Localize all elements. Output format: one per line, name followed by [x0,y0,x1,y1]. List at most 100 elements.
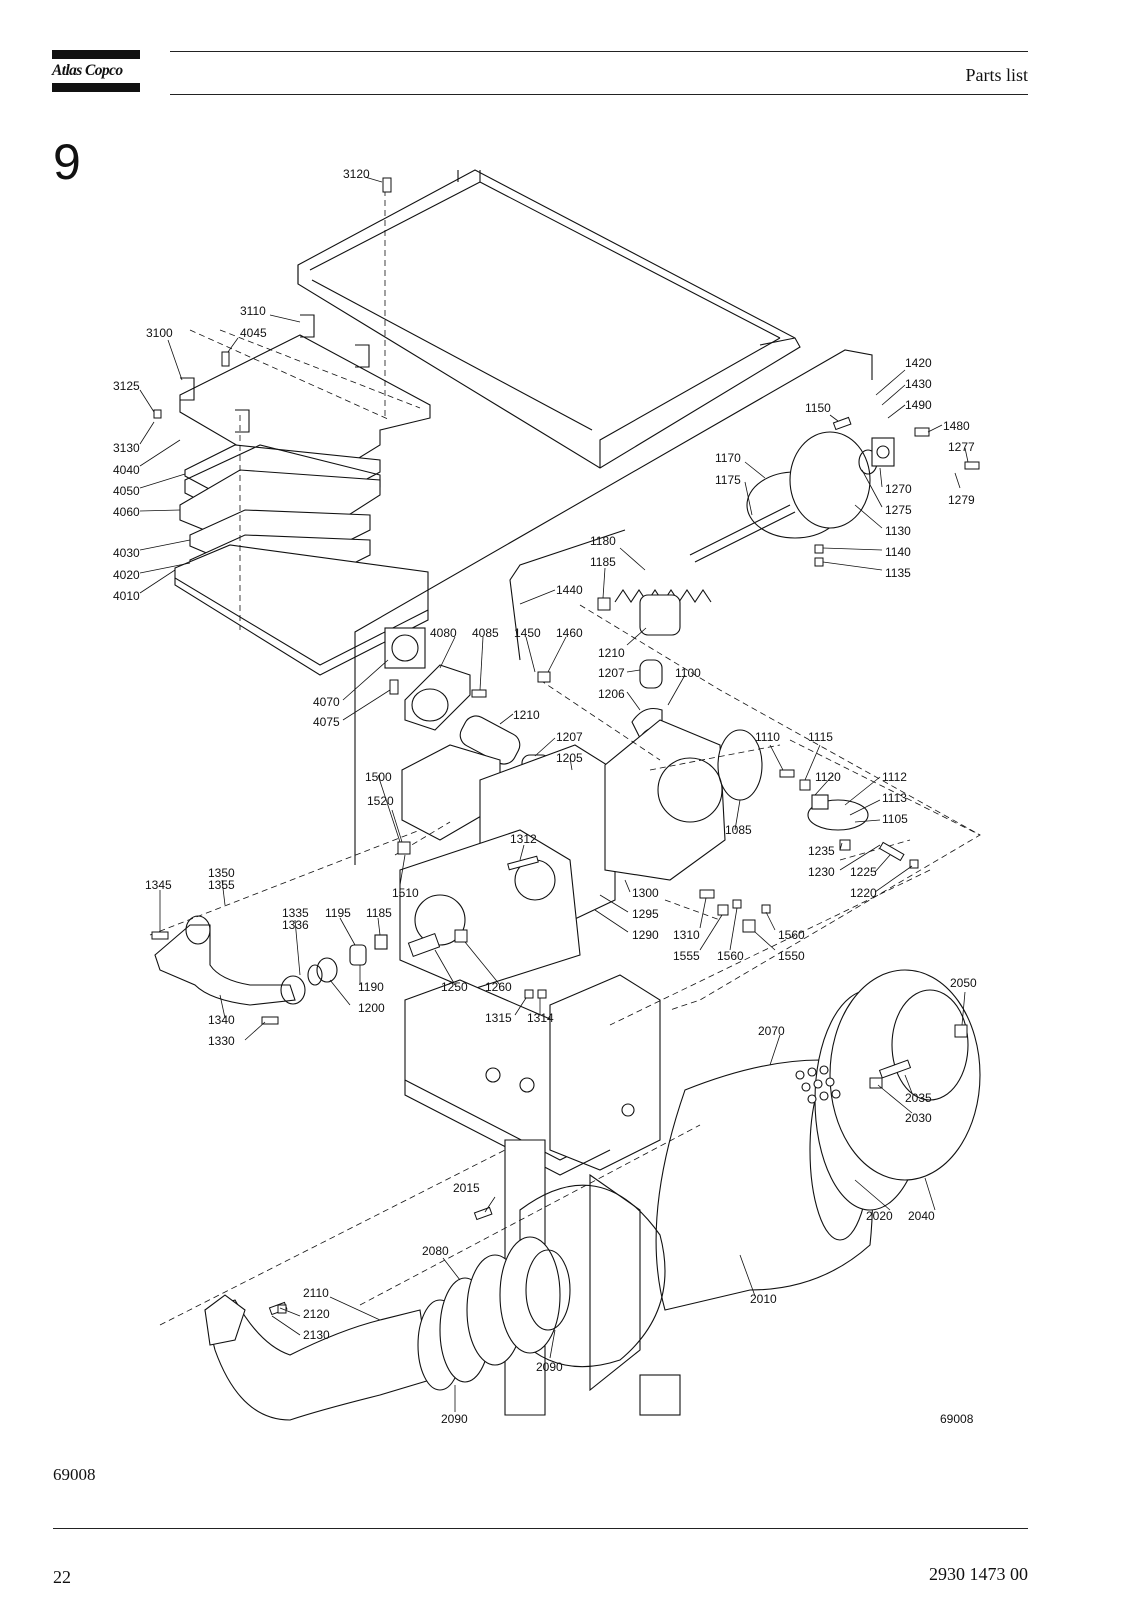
callout-1210-top: 1210 [598,646,625,660]
callout-1100: 1100 [675,666,701,680]
callout-4050: 4050 [113,484,140,498]
callout-1110: 1110 [755,730,780,744]
callout-1350: 1350 [208,866,235,880]
logo-bar-top [52,50,140,59]
callout-1550: 1550 [778,949,805,963]
callout-1480: 1480 [943,419,970,433]
callout-1120: 1120 [815,770,841,784]
callout-1555: 1555 [673,949,700,963]
callout-1105: 1105 [882,812,908,826]
callout-1235: 1235 [808,844,835,858]
callout-1336: 1336 [282,918,309,932]
callout-1510: 1510 [392,886,419,900]
page-number: 22 [53,1567,71,1587]
callout-1310: 1310 [673,928,700,942]
callout-2120: 2120 [303,1307,330,1321]
callout-1295: 1295 [632,907,659,921]
callout-1312: 1312 [510,832,537,846]
callout-1185: 1185 [590,555,616,569]
callout-4045: 4045 [240,326,267,340]
callout-2090-upper: 2090 [536,1360,563,1374]
callout-1300: 1300 [632,886,659,900]
callout-1205: 1205 [556,751,583,765]
callout-3120: 3120 [343,167,370,181]
callout-2130: 2130 [303,1328,330,1342]
callout-4040: 4040 [113,463,140,477]
callout-2040: 2040 [908,1209,935,1223]
atlas-copco-logo: Atlas Copco [52,50,140,92]
callout-2090: 2090 [441,1412,468,1426]
callout-1113: 1113 [882,791,907,805]
callout-1430: 1430 [905,377,932,391]
callout-1180: 1180 [590,534,616,548]
callout-1279: 1279 [948,493,975,507]
logo-wordmark: Atlas Copco [52,62,123,79]
document-number: 2930 1473 00 [929,1564,1028,1584]
callout-4020: 4020 [113,568,140,582]
callout-1270: 1270 [885,482,912,496]
callout-2035: 2035 [905,1091,932,1105]
header-rule-top [170,51,1028,52]
callout-3100: 3100 [146,326,173,340]
callout-1140: 1140 [885,545,911,559]
callout-1490: 1490 [905,398,932,412]
callout-1185-left: 1185 [366,906,392,920]
callout-1355: 1355 [208,878,235,892]
callout-3110: 3110 [240,304,266,318]
callout-3130: 3130 [113,441,140,455]
callout-4060: 4060 [113,505,140,519]
callout-3125: 3125 [113,379,140,393]
callout-1225: 1225 [850,865,877,879]
callout-1560: 1560 [778,928,805,942]
callout-1275: 1275 [885,503,912,517]
figure-id-in-diagram: 69008 [940,1412,974,1426]
callout-2010: 2010 [750,1292,777,1306]
figure-id: 69008 [53,1465,96,1484]
callout-1085: 1085 [725,823,752,837]
header-title: Parts list [965,65,1028,85]
callout-1130: 1130 [885,524,911,538]
callout-4010: 4010 [113,589,140,603]
callout-2030: 2030 [905,1111,932,1125]
section-number: 9 [53,134,81,190]
callout-1260: 1260 [485,980,512,994]
callout-1450: 1450 [514,626,541,640]
callout-1420: 1420 [905,356,932,370]
callout-1210: 1210 [513,708,540,722]
callout-2050: 2050 [950,976,977,990]
callout-1520: 1520 [367,794,394,808]
callout-4085: 4085 [472,626,499,640]
callout-1112: 1112 [882,770,907,784]
callout-2110: 2110 [303,1286,329,1300]
callout-4030: 4030 [113,546,140,560]
callout-1340: 1340 [208,1013,235,1027]
callout-1190: 1190 [358,980,384,994]
callout-1195: 1195 [325,906,351,920]
callout-1206: 1206 [598,687,625,701]
callout-1230: 1230 [808,865,835,879]
callout-1170: 1170 [715,451,741,465]
callout-2015: 2015 [453,1181,480,1195]
callout-1460: 1460 [556,626,583,640]
callout-2020: 2020 [866,1209,893,1223]
callout-1135: 1135 [885,566,911,580]
callout-4080: 4080 [430,626,457,640]
callout-1250: 1250 [441,980,468,994]
callout-1207: 1207 [556,730,583,744]
callout-1207-top: 1207 [598,666,625,680]
header-rule-bottom [170,94,1028,95]
callout-1277: 1277 [948,440,975,454]
footer-rule [53,1528,1028,1529]
callout-1115: 1115 [808,730,833,744]
callout-2070: 2070 [758,1024,785,1038]
callout-1200: 1200 [358,1001,385,1015]
callout-4070: 4070 [313,695,340,709]
callout-1290: 1290 [632,928,659,942]
callout-1500: 1500 [365,770,392,784]
callout-1315: 1315 [485,1011,512,1025]
callout-1314: 1314 [527,1011,554,1025]
callout-1335: 1335 [282,906,309,920]
callout-1440: 1440 [556,583,583,597]
